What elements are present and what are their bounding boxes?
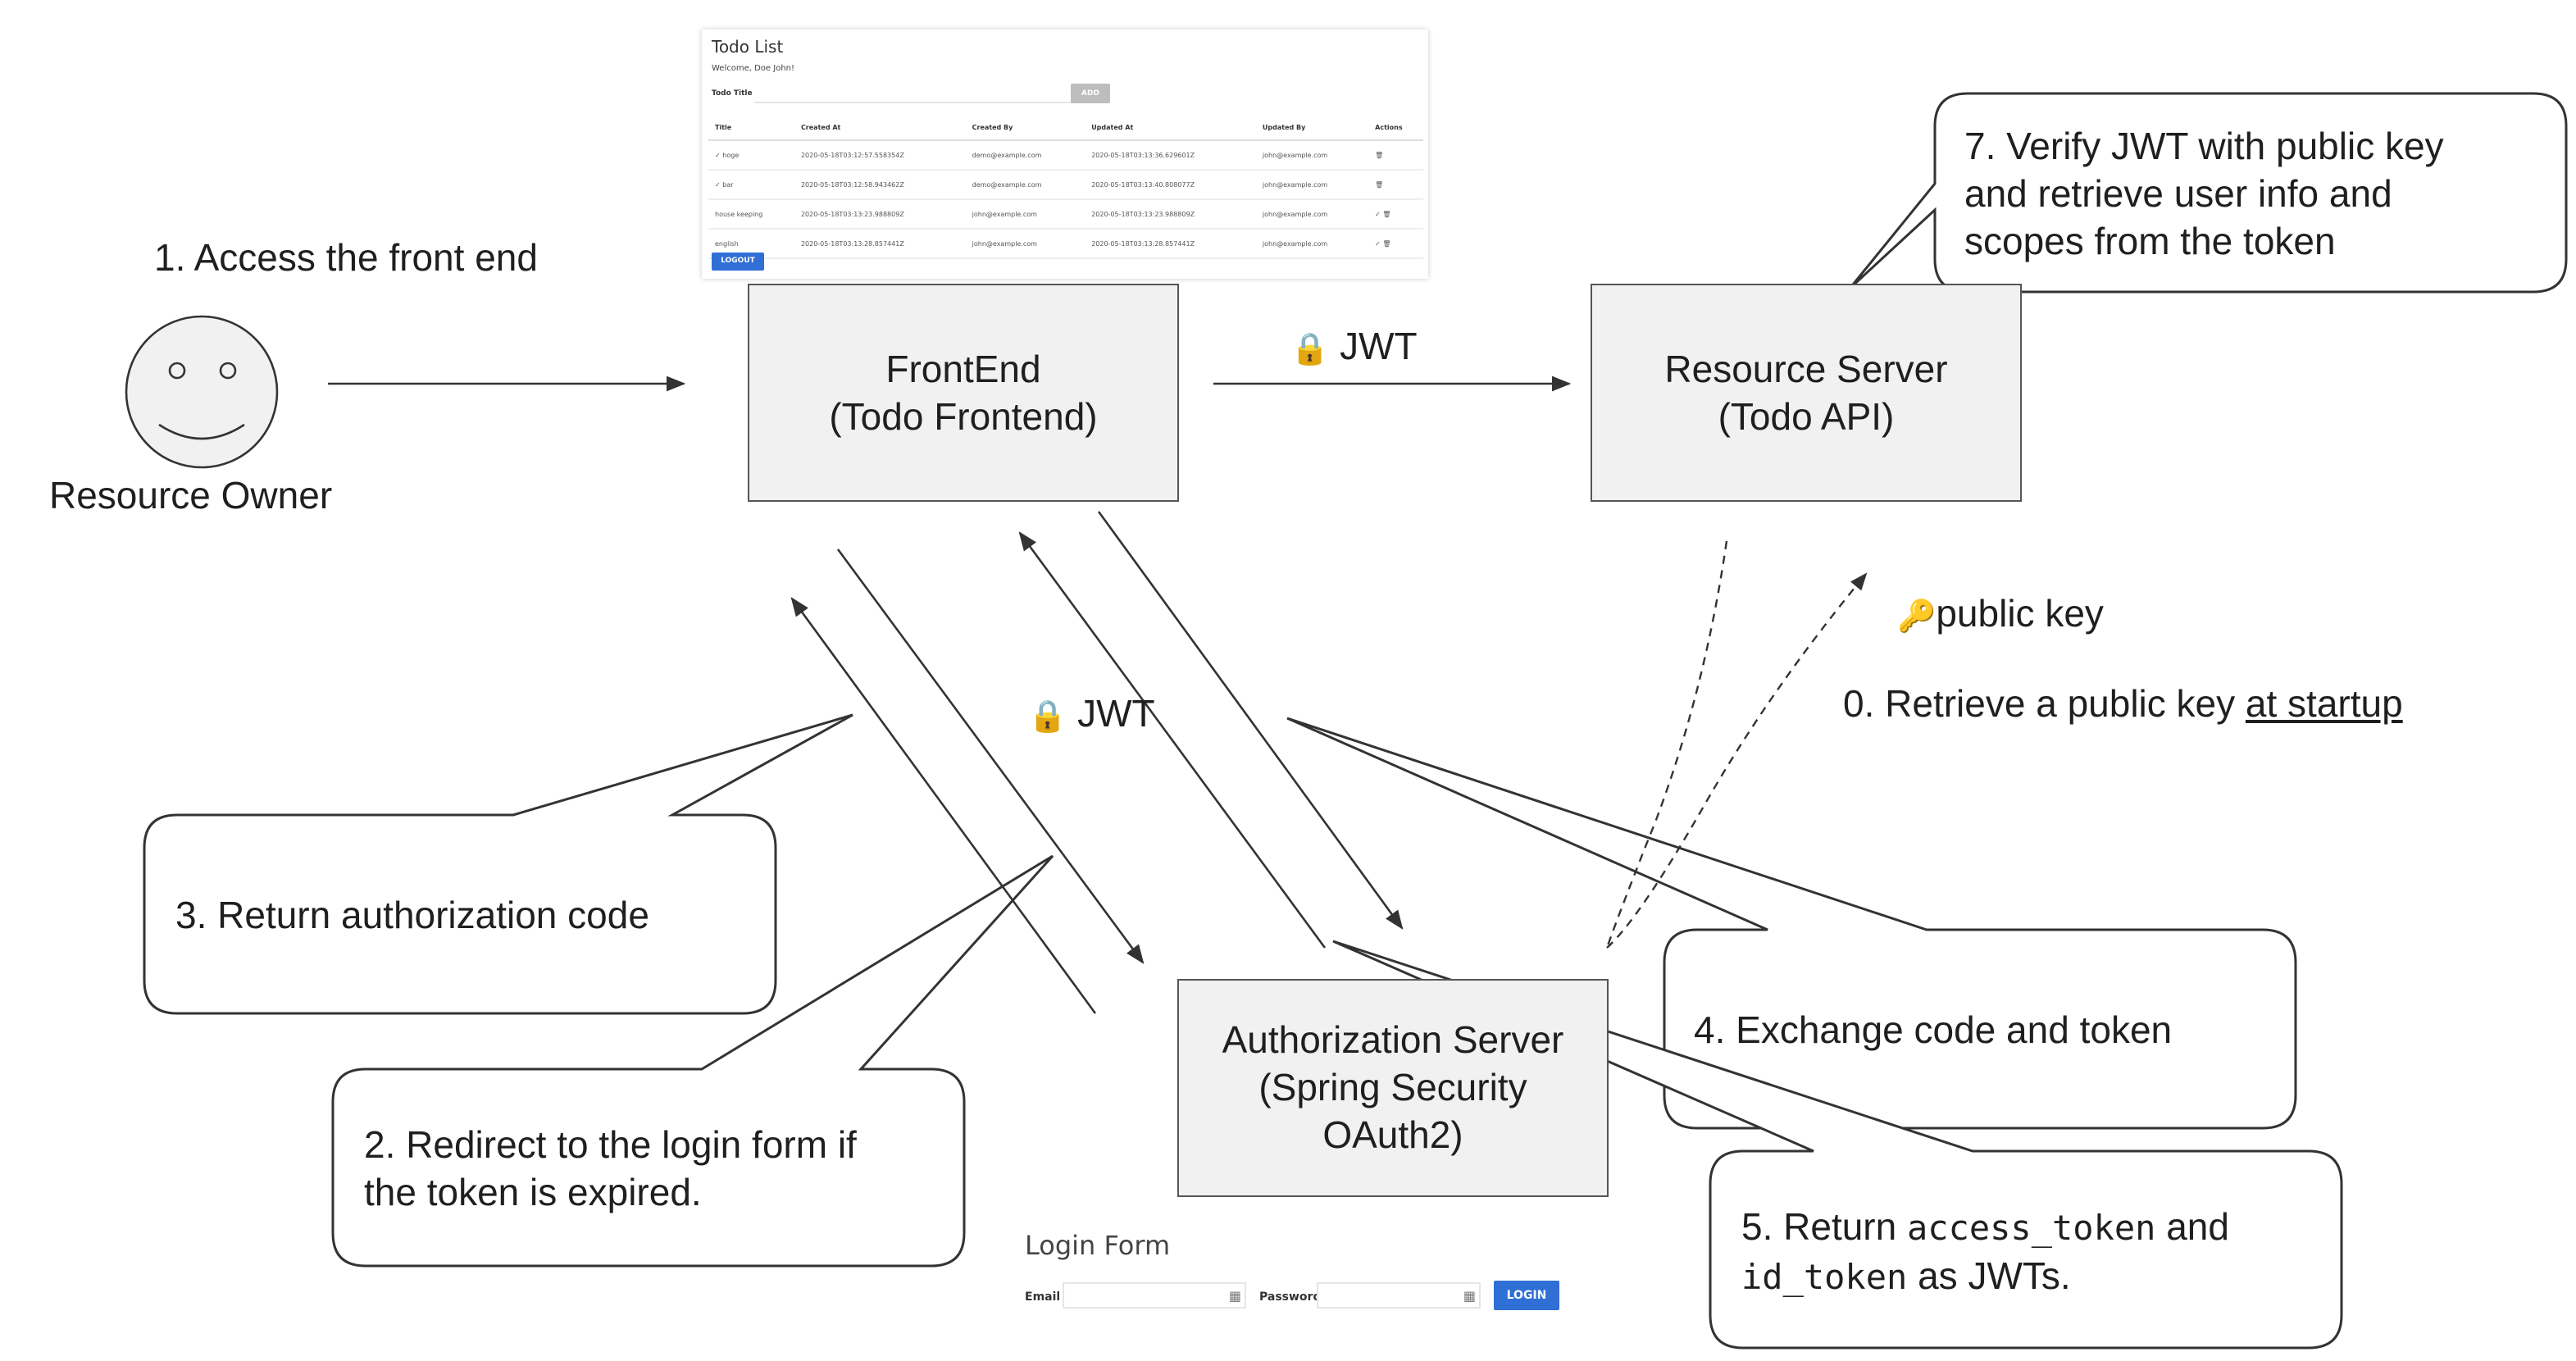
public-key-label: 🔑public key (1897, 592, 2104, 635)
table-row: ✓ bar 2020-05-18T03:12:58.943462Z demo@e… (708, 170, 1423, 200)
updated-by-cell: john@example.com (1255, 140, 1369, 171)
step3-callout-text: 3. Return authorization code (175, 894, 649, 936)
frontend-box: FrontEnd (Todo Frontend) (748, 284, 1179, 502)
jwt-label-middle: 🔒 JWT (1028, 692, 1155, 735)
actions-cell[interactable]: 🗑 (1368, 140, 1423, 171)
password-label: Password (1259, 1290, 1322, 1304)
logout-button[interactable]: LOGOUT (712, 253, 764, 271)
updated-at-cell: 2020-05-18T03:13:36.629601Z (1085, 140, 1256, 171)
actions-cell[interactable]: ✓ 🗑 (1368, 229, 1423, 259)
created-at-cell: 2020-05-18T03:12:58.943462Z (794, 170, 966, 200)
check-icon: ✓ (715, 151, 721, 159)
updated-by-cell: john@example.com (1255, 199, 1369, 230)
todo-welcome: Welcome, Doe John! (712, 64, 795, 74)
email-label: Email (1025, 1290, 1061, 1304)
login-button[interactable]: LOGIN (1494, 1281, 1559, 1310)
step1-label: 1. Access the front end (154, 236, 538, 279)
table-row: house keeping 2020-05-18T03:13:23.988809… (708, 199, 1423, 230)
created-by-cell: john@example.com (965, 229, 1085, 259)
created-by-cell: demo@example.com (965, 170, 1085, 200)
step2-callout-text: 2. Redirect to the login form if the tok… (364, 1123, 857, 1213)
updated-at-cell: 2020-05-18T03:13:23.988809Z (1085, 199, 1256, 230)
updated-by-cell: john@example.com (1255, 170, 1369, 200)
callout-step3-bubble (143, 713, 853, 1015)
arrow-auth-to-frontend-code (790, 597, 1097, 1014)
frontend-subtitle: (Todo Frontend) (829, 394, 1098, 437)
created-at-cell: 2020-05-18T03:13:28.857441Z (794, 229, 966, 259)
created-by-cell: demo@example.com (965, 140, 1085, 171)
updated-at-cell: 2020-05-18T03:13:40.808077Z (1085, 170, 1256, 200)
email-field[interactable]: ▦ (1063, 1282, 1246, 1309)
step0-label: 0. Retrieve a public key at startup (1843, 682, 2403, 725)
column-header-created-at: Created At (794, 115, 966, 141)
login-form-title: Login Form (1025, 1230, 1171, 1261)
resource-server-title: Resource Server (1664, 347, 1948, 389)
autofill-icon: ▦ (1463, 1289, 1476, 1304)
lock-icon: 🔒 (1290, 333, 1330, 367)
resource-server-subtitle: (Todo API) (1718, 394, 1895, 437)
authorization-server-subtitle-2: OAuth2) (1322, 1113, 1463, 1156)
check-icon: ✓ (715, 180, 721, 189)
title-cell: ✓ hoge (708, 140, 794, 171)
frontend-title: FrontEnd (885, 347, 1041, 389)
resource-owner-icon (125, 315, 279, 469)
lock-icon: 🔒 (1028, 700, 1067, 735)
callout-step2-bubble (331, 854, 1054, 1268)
authorization-server-title: Authorization Server (1222, 1018, 1564, 1061)
table-row: english 2020-05-18T03:13:28.857441Z john… (708, 229, 1423, 259)
updated-at-cell: 2020-05-18T03:13:28.857441Z (1085, 229, 1256, 259)
todo-title-field-label: Todo Title (712, 90, 753, 98)
todo-table: Title Created At Created By Updated At U… (708, 115, 1423, 259)
resource-owner-label: Resource Owner (49, 474, 333, 517)
table-row: ✓ hoge 2020-05-18T03:12:57.558354Z demo@… (708, 140, 1423, 171)
jwt-label-top: 🔒 JWT (1290, 325, 1418, 367)
resource-server-box: Resource Server (Todo API) (1591, 284, 2022, 502)
dashed-arrow-public-key-response (1606, 572, 1868, 949)
step4-callout-text: 4. Exchange code and token (1694, 1008, 2173, 1051)
add-button[interactable]: ADD (1071, 84, 1110, 103)
todo-list-screenshot: Todo List Welcome, Doe John! Todo Title … (702, 30, 1428, 279)
arrow-frontend-to-auth-exchange (1097, 511, 1404, 930)
arrow-auth-to-frontend-jwt (1018, 531, 1327, 949)
actions-cell[interactable]: ✓ 🗑 (1368, 199, 1423, 230)
password-field[interactable]: ▦ (1317, 1282, 1481, 1309)
dashed-line-public-key-request (1605, 540, 1728, 949)
step5-callout-text: 5. Return access_token and id_token as J… (1741, 1205, 2229, 1297)
autofill-icon: ▦ (1228, 1289, 1241, 1304)
column-header-created-by: Created By (965, 115, 1085, 141)
column-header-updated-by: Updated By (1255, 115, 1369, 141)
title-cell: house keeping (708, 199, 794, 230)
callout-step4-bubble (1286, 717, 2297, 1130)
created-by-cell: john@example.com (965, 199, 1085, 230)
title-cell: ✓ bar (708, 170, 794, 200)
login-form-screenshot: Login Form Email ▦ Password ▦ LOGIN (1013, 1213, 1587, 1328)
updated-by-cell: john@example.com (1255, 229, 1369, 259)
created-at-cell: 2020-05-18T03:12:57.558354Z (794, 140, 966, 171)
todo-title: Todo List (712, 39, 784, 57)
authorization-server-subtitle-1: (Spring Security (1258, 1066, 1527, 1108)
todo-title-input[interactable] (754, 85, 1108, 103)
step7-callout-text: 7. Verify JWT with public key and retrie… (1964, 125, 2444, 262)
key-icon: 🔑 (1897, 600, 1937, 635)
created-at-cell: 2020-05-18T03:13:23.988809Z (794, 199, 966, 230)
arrow-frontend-to-auth-redirect (836, 548, 1145, 964)
column-header-actions: Actions (1368, 115, 1423, 141)
column-header-updated-at: Updated At (1085, 115, 1256, 141)
actions-cell[interactable]: 🗑 (1368, 170, 1423, 200)
column-header-title: Title (708, 115, 794, 141)
